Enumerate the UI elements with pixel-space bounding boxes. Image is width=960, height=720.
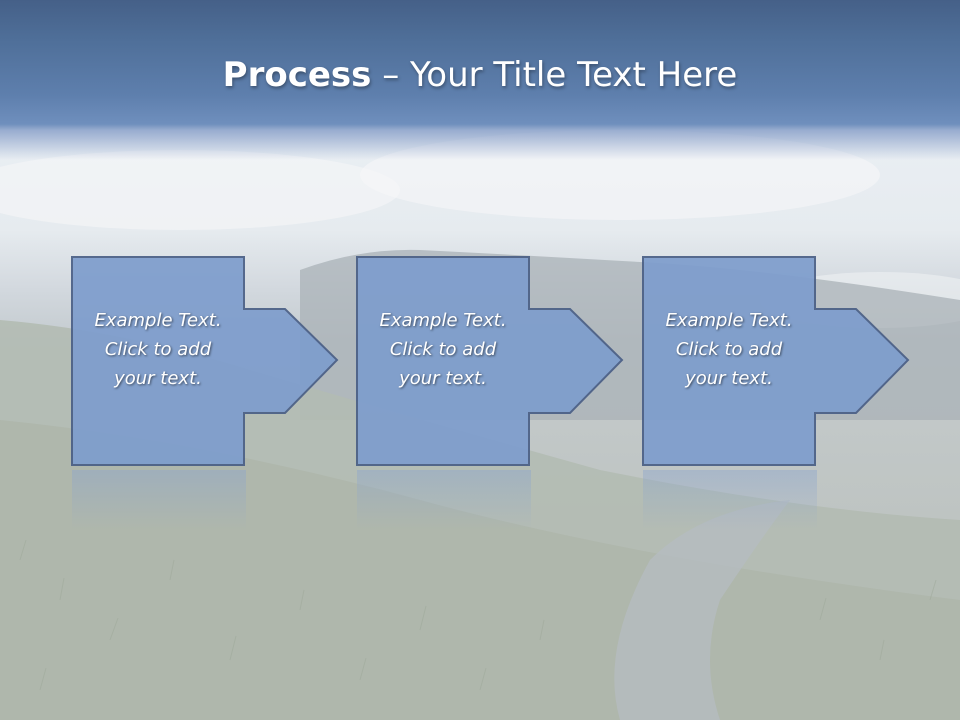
title-rest-text: Your Title Text Here <box>410 55 738 95</box>
title-dash: – <box>371 55 411 95</box>
arrow-box-shape <box>356 256 624 466</box>
slide-title[interactable]: Process – Your Title Text Here <box>0 52 960 98</box>
step-text-line: your text. <box>685 368 773 389</box>
step-reflection <box>357 470 531 530</box>
step-reflection <box>72 470 246 530</box>
title-bold-text: Process <box>222 55 372 95</box>
arrow-box-shape <box>71 256 339 466</box>
process-step-1[interactable]: Example Text. Click to add your text. <box>71 256 339 468</box>
process-step-2[interactable]: Example Text. Click to add your text. <box>356 256 624 468</box>
step-text[interactable]: Example Text. Click to add your text. <box>356 306 530 393</box>
step-text-line: Example Text. <box>379 310 507 331</box>
step-text-line: Example Text. <box>665 310 793 331</box>
step-text-line: Click to add <box>675 339 783 360</box>
step-reflection <box>643 470 817 530</box>
step-text-line: Click to add <box>389 339 497 360</box>
step-text-line: your text. <box>399 368 487 389</box>
step-text-line: your text. <box>114 368 202 389</box>
step-text-line: Click to add <box>104 339 212 360</box>
arrow-box-shape <box>642 256 910 466</box>
process-step-3[interactable]: Example Text. Click to add your text. <box>642 256 910 468</box>
step-text-line: Example Text. <box>94 310 222 331</box>
title-bar <box>0 0 960 160</box>
step-text[interactable]: Example Text. Click to add your text. <box>71 306 245 393</box>
step-text[interactable]: Example Text. Click to add your text. <box>642 306 816 393</box>
